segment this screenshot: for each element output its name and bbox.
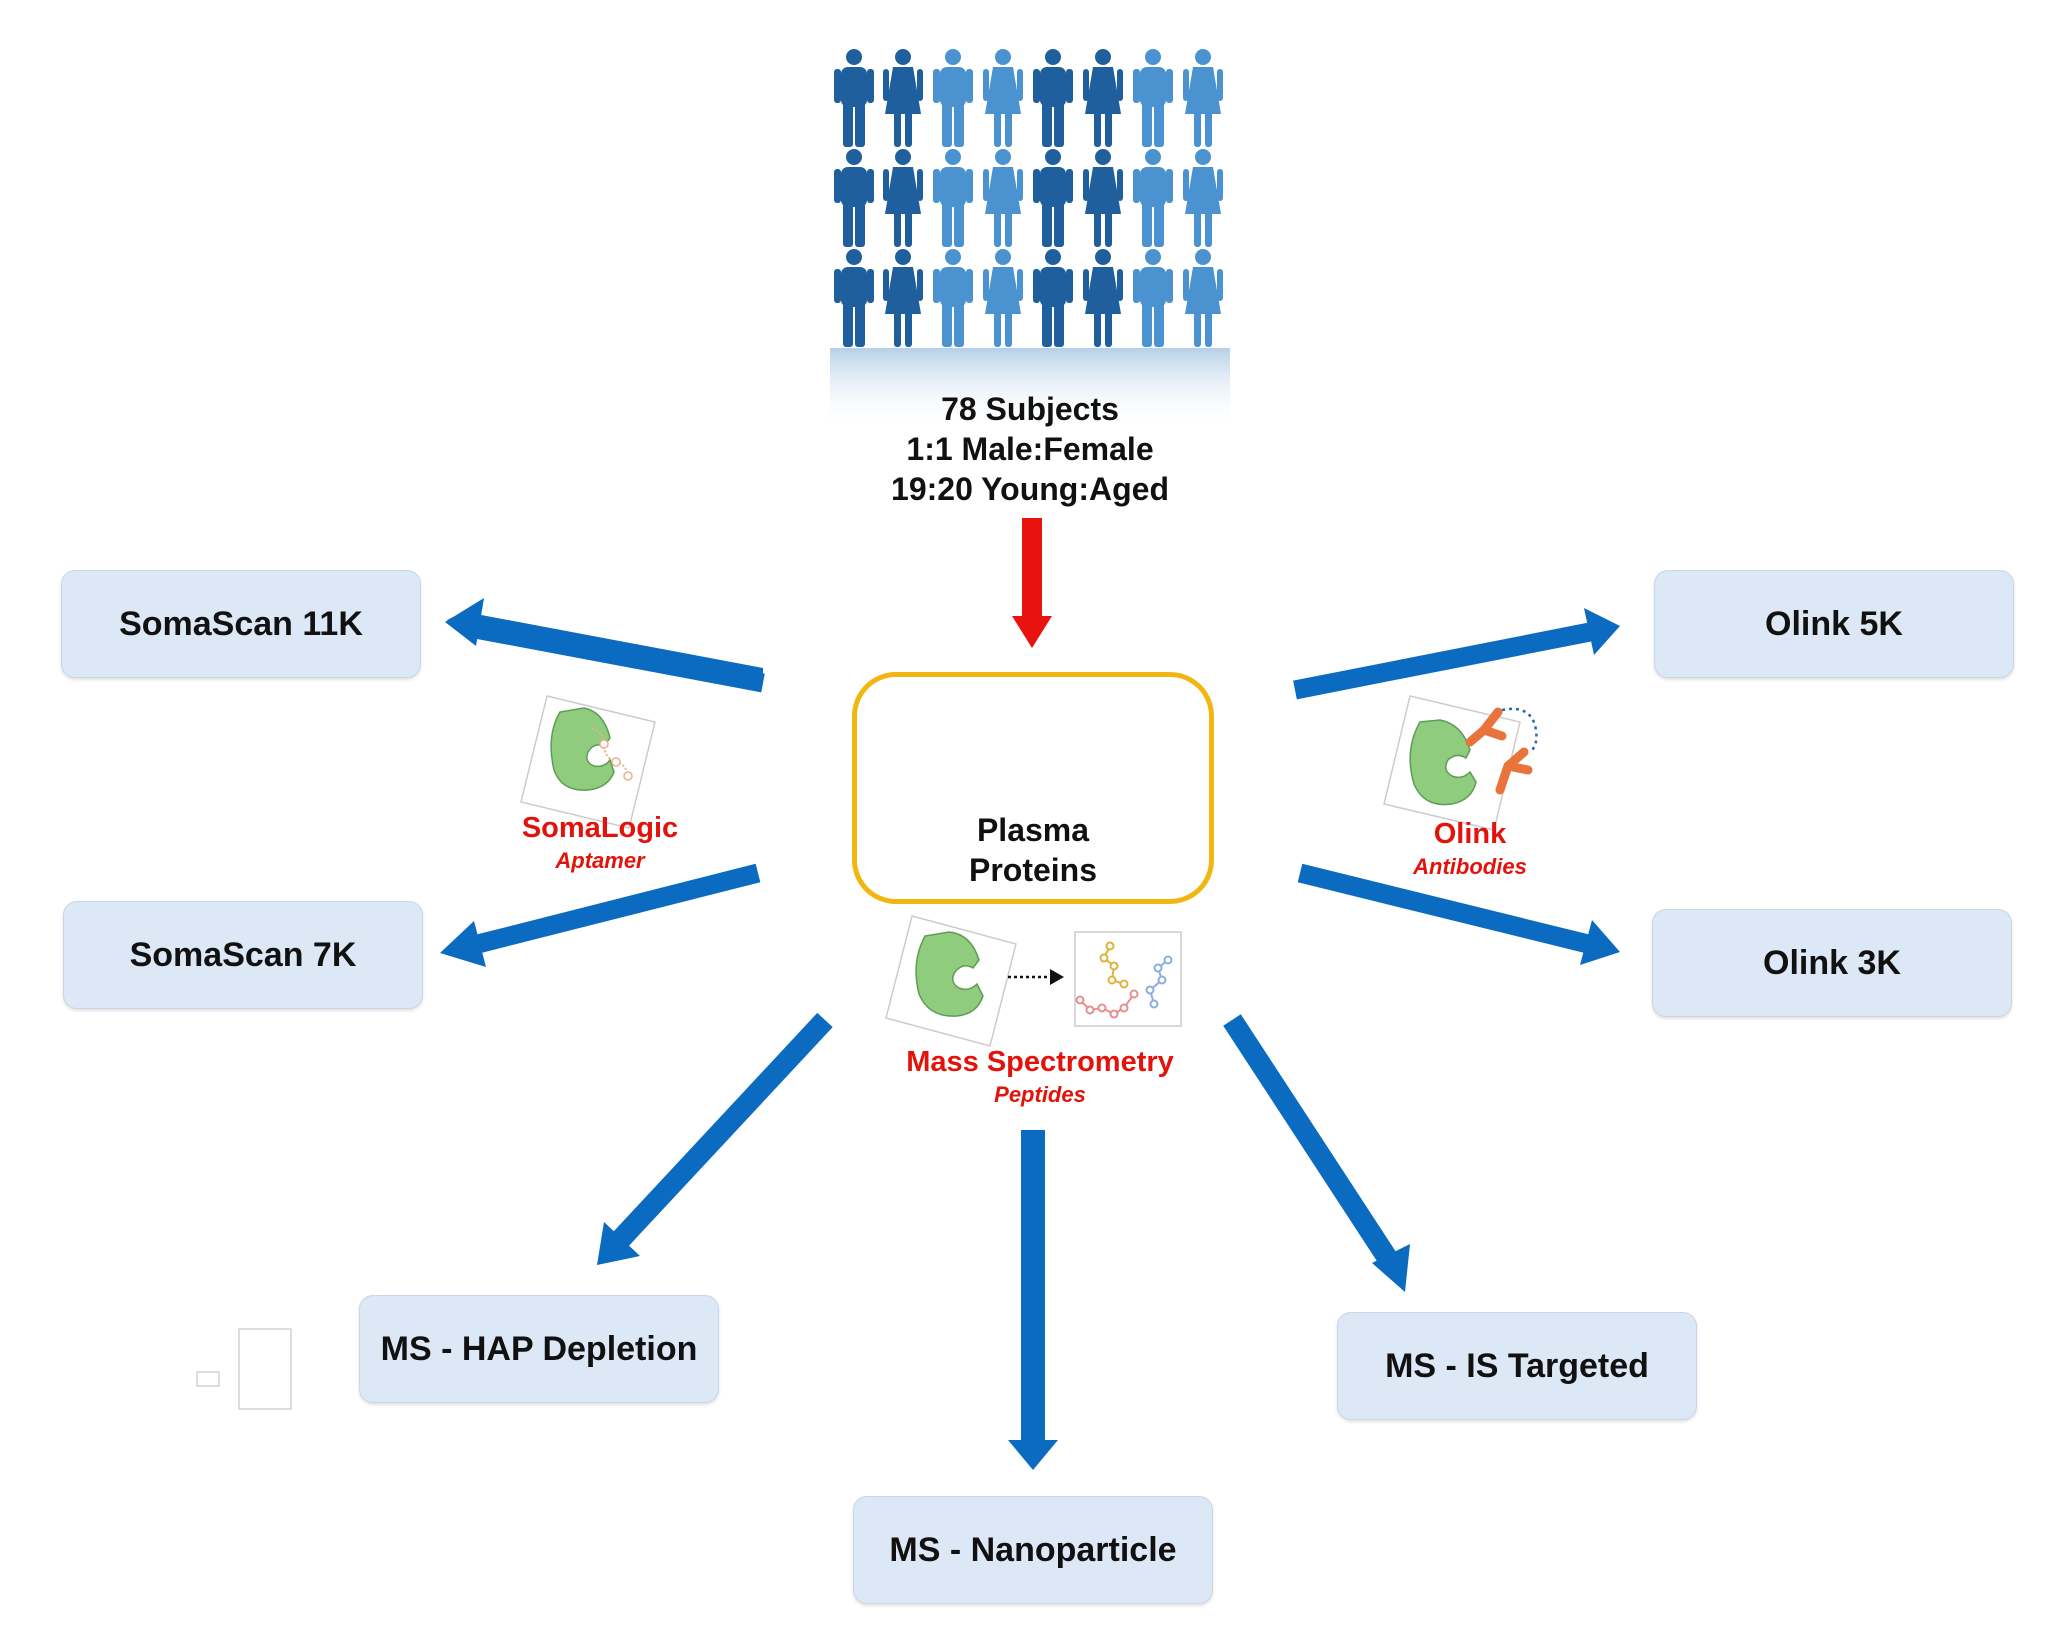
- olink-label: Olink: [1433, 818, 1507, 850]
- ms-nanoparticle-box: MS - Nanoparticle: [853, 1496, 1213, 1604]
- plasma-proteins-box: [852, 672, 1214, 904]
- plasma-label-line2: Proteins: [968, 852, 1098, 888]
- somascan-7k-label: SomaScan 7K: [129, 935, 357, 974]
- arrow-to-somascan-11k: [445, 598, 765, 693]
- mass-spec-label: Mass Spectrometry: [906, 1046, 1174, 1078]
- people-row-1: [834, 49, 1223, 147]
- arrow-to-olink-5k: [1293, 608, 1620, 700]
- ms-nanoparticle-label: MS - Nanoparticle: [889, 1530, 1177, 1569]
- people-row-2: [834, 149, 1223, 247]
- olink-5k-label: Olink 5K: [1765, 604, 1903, 643]
- ms-hap-depletion-label: MS - HAP Depletion: [380, 1329, 698, 1368]
- aptamer-label: Aptamer: [555, 848, 645, 873]
- peptides-icon: [1074, 931, 1182, 1027]
- ms-is-targeted-label: MS - IS Targeted: [1385, 1346, 1649, 1385]
- somascan-11k-label: SomaScan 11K: [119, 604, 363, 643]
- plasma-label-line1: Plasma: [976, 812, 1090, 848]
- plasma-proteins-label: Plasma Proteins: [880, 810, 1186, 890]
- ms-hap-depletion-box: MS - HAP Depletion: [359, 1295, 719, 1403]
- olink-3k-label: Olink 3K: [1763, 943, 1901, 982]
- aptamer-icon: [520, 695, 656, 829]
- olink-5k-box: Olink 5K: [1654, 570, 2014, 678]
- cohort-subject-count: 78 Subjects: [941, 391, 1119, 427]
- arrow-to-somascan-7k: [440, 863, 761, 967]
- peptides-label: Peptides: [994, 1082, 1086, 1107]
- blue-arrows: [440, 598, 1620, 1470]
- somascan-7k-box: SomaScan 7K: [63, 901, 423, 1009]
- arrow-to-ms-nano: [1008, 1130, 1058, 1470]
- antibodies-label: Antibodies: [1413, 854, 1527, 879]
- cohort-to-plasma-arrow: [1012, 518, 1052, 648]
- antibody-icon: [1383, 695, 1538, 831]
- cohort-sex-ratio: 1:1 Male:Female: [906, 431, 1154, 467]
- arrow-to-ms-hap: [597, 1012, 833, 1265]
- people-reflection: [830, 348, 1230, 428]
- empty-placeholder-shapes: [196, 1328, 292, 1410]
- somalogic-label: SomaLogic: [521, 812, 679, 844]
- dotted-arrow-icon: [1008, 969, 1064, 985]
- people-row-3: [834, 249, 1223, 347]
- arrow-to-olink-3k: [1297, 863, 1620, 965]
- cohort-description: 78 Subjects 1:1 Male:Female 19:20 Young:…: [880, 389, 1180, 509]
- cohort-age-ratio: 19:20 Young:Aged: [891, 471, 1169, 507]
- somascan-11k-box: SomaScan 11K: [61, 570, 421, 678]
- ms-is-targeted-box: MS - IS Targeted: [1337, 1312, 1697, 1420]
- olink-3k-box: Olink 3K: [1652, 909, 2012, 1017]
- people-icon-grid: [830, 49, 1230, 428]
- arrow-to-ms-is: [1223, 1014, 1410, 1292]
- mass-spec-protein-icon: [885, 915, 1017, 1047]
